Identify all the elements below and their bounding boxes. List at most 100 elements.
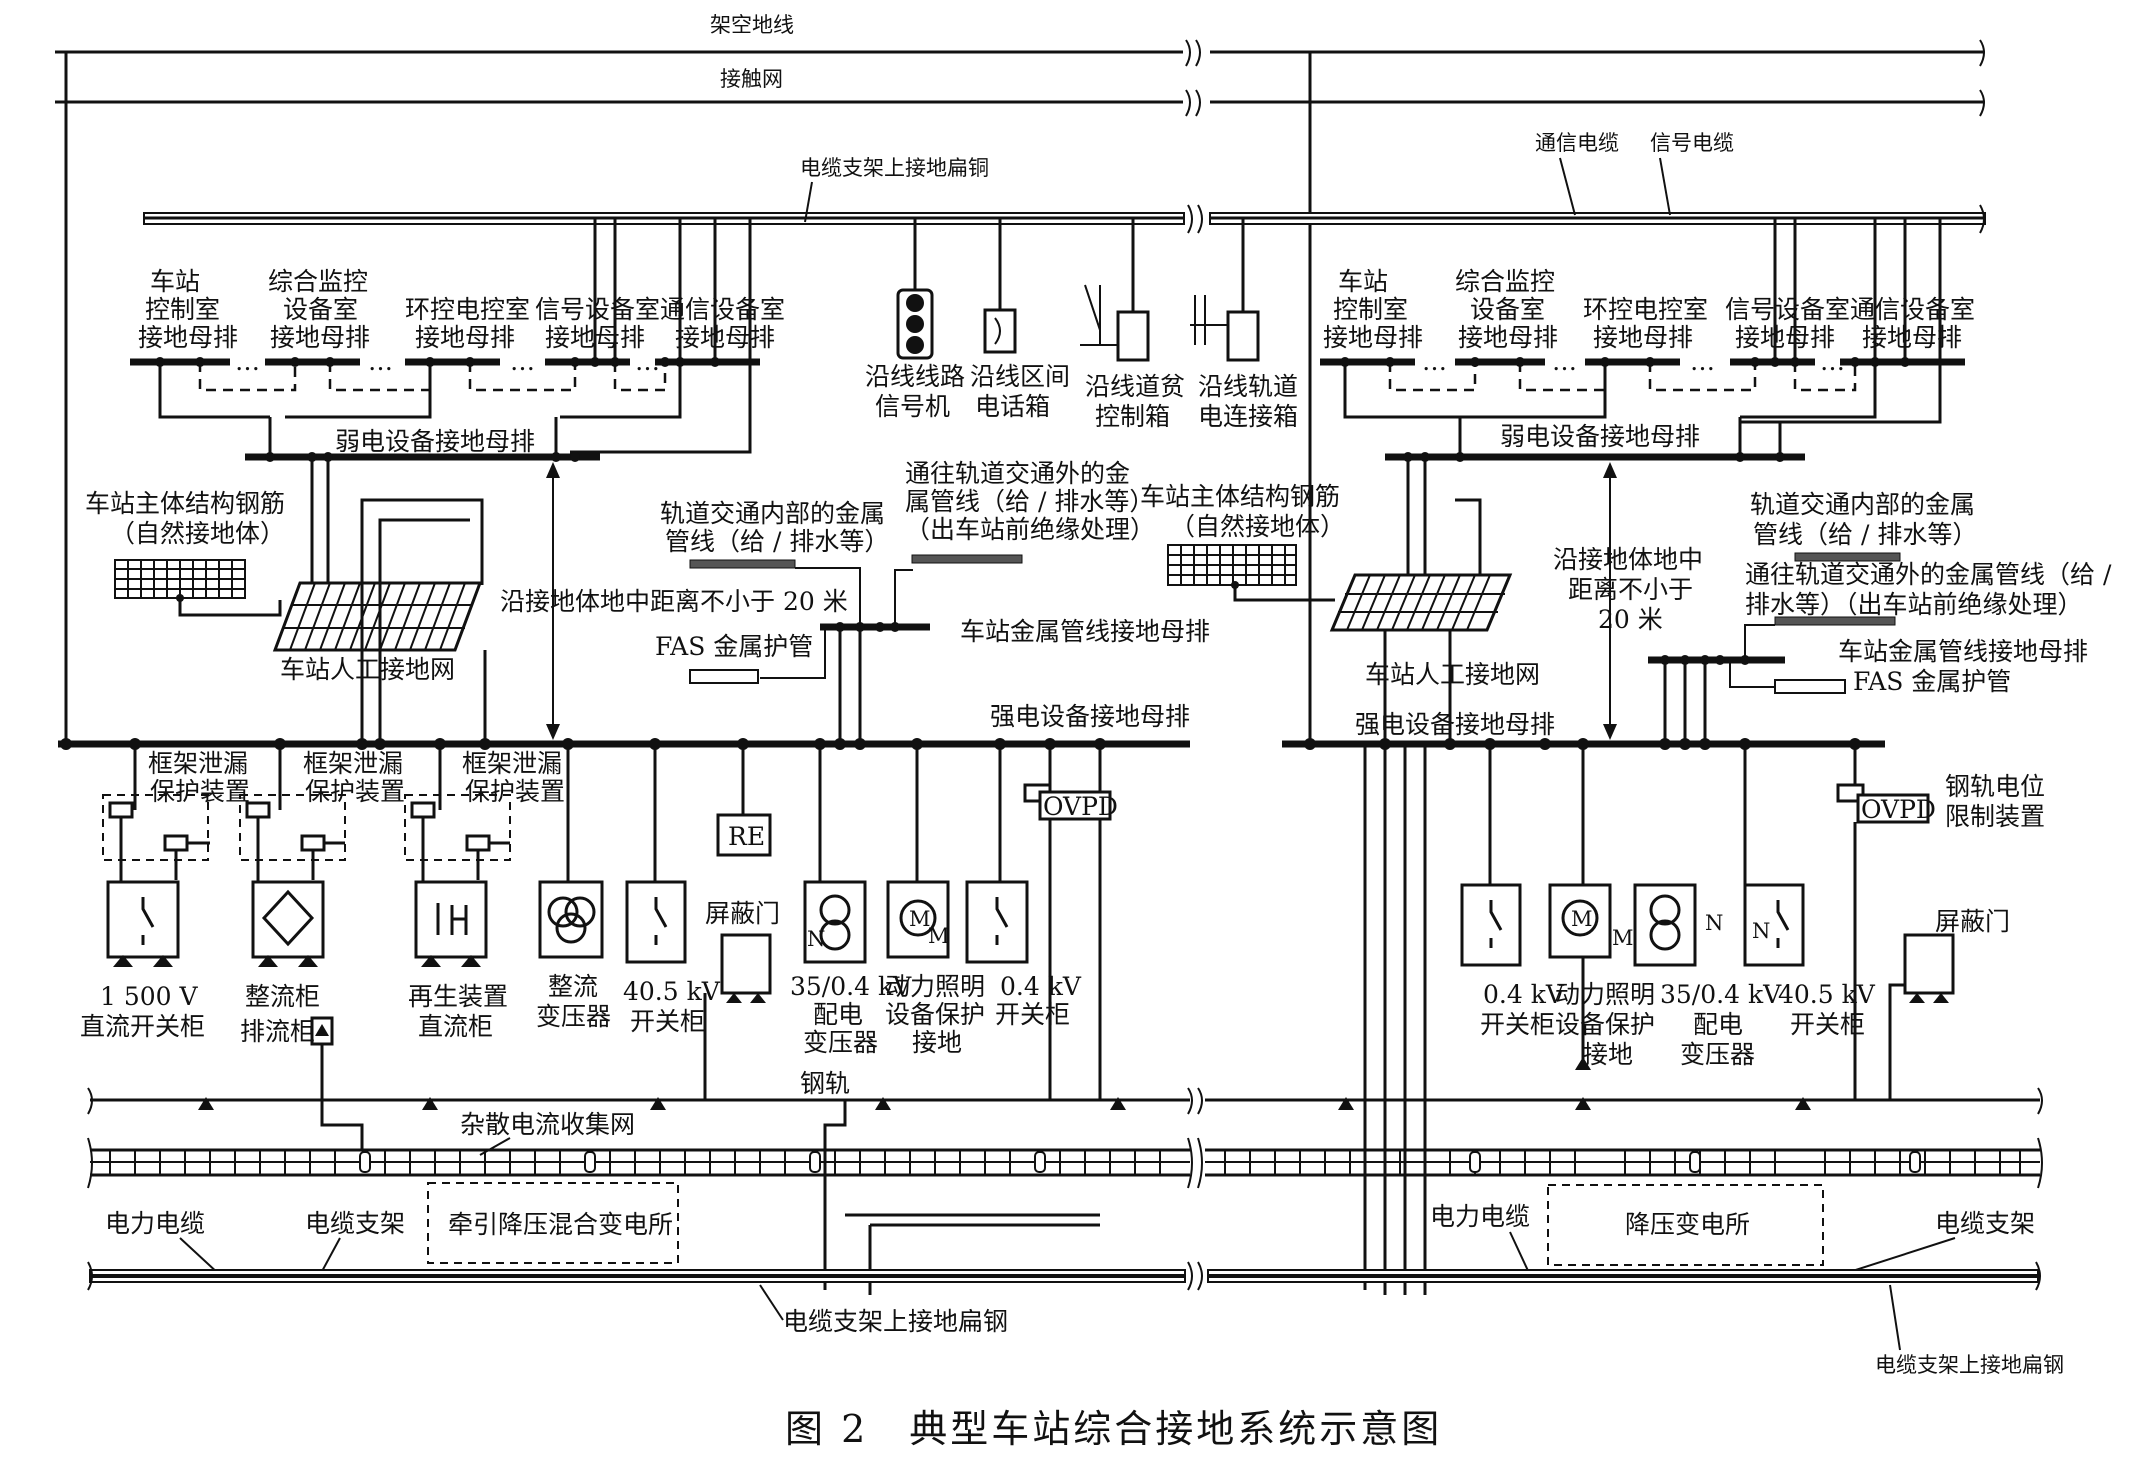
left-stray-grid: 杂散电流收集网	[87, 1044, 1203, 1225]
svg-text:…: …	[235, 347, 260, 376]
svg-text:信号机: 信号机	[875, 392, 950, 421]
room-busbar-left-control: 车站 控制室 接地母排	[138, 267, 238, 352]
svg-text:沿线道贫: 沿线道贫	[1085, 372, 1185, 401]
comm-cable-label: 通信电缆	[1535, 131, 1619, 155]
svg-text:保护装置: 保护装置	[465, 777, 565, 806]
left-outer-pipe: 通往轨道交通外的金 属管线（给 / 排水等） （出车站前绝缘处理）	[894, 459, 1155, 627]
svg-text:开关柜: 开关柜	[630, 1007, 705, 1036]
left-pipe-bus: 车站金属管线接地母排	[820, 617, 1210, 744]
svg-text:…: …	[1552, 347, 1577, 376]
svg-text:排水等）（出车站前绝缘处理）: 排水等）（出车站前绝缘处理）	[1745, 590, 2083, 619]
svg-text:信号设备室: 信号设备室	[1725, 295, 1850, 324]
svg-text:电缆支架: 电缆支架	[1935, 1209, 2035, 1238]
svg-text:通往轨道交通外的金: 通往轨道交通外的金	[905, 459, 1130, 488]
left-inner-pipe: 轨道交通内部的金属 管线（给 / 排水等）	[660, 499, 889, 627]
left-distance-arrow: 沿接地体地中距离不小于 20 米	[500, 462, 848, 740]
svg-text:接地母排: 接地母排	[1593, 323, 1693, 352]
left-equipment-row: 1 500 V 直流开关柜 整流柜 排流柜 再生装置 直流柜	[80, 744, 1118, 1100]
right-artificial-grid: 车站人工接地网	[1329, 457, 1540, 744]
svg-text:沿接地体地中: 沿接地体地中	[1553, 545, 1703, 574]
right-outer-pipe: 通往轨道交通外的金属管线（给 / 排水等）（出车站前绝缘处理）	[1744, 560, 2112, 660]
svg-text:电连接箱: 电连接箱	[1198, 402, 1298, 431]
svg-text:接地母排: 接地母排	[1458, 323, 1558, 352]
svg-text:控制室: 控制室	[1333, 295, 1408, 324]
svg-text:…: …	[510, 347, 535, 376]
right-distance-arrow: 沿接地体地中 距离不小于 20 米	[1553, 462, 1703, 740]
svg-text:沿线轨道: 沿线轨道	[1198, 372, 1298, 401]
svg-text:FAS 金属护管: FAS 金属护管	[1853, 667, 2011, 696]
switchgear-40-5kv-right: N 40.5 kV 开关柜	[1743, 744, 1876, 1039]
svg-text:降压变电所: 降压变电所	[1625, 1210, 1750, 1239]
svg-text:OVPD: OVPD	[1043, 792, 1118, 821]
left-artificial-grid: 车站人工接地网	[272, 457, 487, 744]
svg-text:管线（给 / 排水等）: 管线（给 / 排水等）	[1753, 520, 1977, 549]
svg-text:0.4 kV: 0.4 kV	[1483, 980, 1565, 1009]
svg-text:距离不小于: 距离不小于	[1568, 575, 1693, 604]
room-busbar-left-signal: 信号设备室 接地母排	[535, 295, 660, 352]
svg-text:OVPD: OVPD	[1861, 795, 1936, 824]
right-room-busbars: 车站 控制室 接地母排 综合监控 设备室 接地母排 环控电控室 接地母排 信号设…	[1320, 218, 1975, 424]
cable-tray-strip-top-label: 电缆支架上接地扁铜	[800, 156, 989, 180]
svg-text:信号设备室: 信号设备室	[535, 295, 660, 324]
svg-text:35/0.4 kV: 35/0.4 kV	[1660, 980, 1782, 1009]
svg-text:杂散电流收集网: 杂散电流收集网	[460, 1110, 635, 1139]
track-control-box-device: 沿线道贫 控制箱	[1080, 218, 1185, 431]
svg-text:配电: 配电	[1693, 1010, 1743, 1039]
svg-text:变压器: 变压器	[536, 1002, 611, 1031]
svg-text:0.4 kV: 0.4 kV	[1000, 972, 1082, 1001]
svg-text:电话箱: 电话箱	[975, 392, 1050, 421]
svg-text:控制室: 控制室	[145, 295, 220, 324]
dc-switchgear-1500v: 1 500 V 直流开关柜	[80, 880, 205, 1041]
svg-text:接地母排: 接地母排	[675, 323, 775, 352]
svg-text:保护装置: 保护装置	[305, 777, 405, 806]
svg-text:车站主体结构钢筋: 车站主体结构钢筋	[85, 489, 285, 518]
svg-text:开关柜: 开关柜	[1480, 1010, 1555, 1039]
right-substation: 降压变电所	[1547, 1184, 1824, 1266]
svg-text:1 500 V: 1 500 V	[100, 982, 199, 1011]
room-busbar-left-monitor: 综合监控 设备室 接地母排	[268, 267, 370, 352]
svg-text:电缆支架: 电缆支架	[305, 1209, 405, 1238]
svg-text:车站人工接地网: 车站人工接地网	[280, 655, 455, 684]
svg-text:接地: 接地	[1583, 1040, 1633, 1069]
svg-text:35/0.4 kV: 35/0.4 kV	[790, 972, 912, 1001]
frame-leak-protection-2: 框架泄漏 保护装置	[239, 744, 405, 882]
svg-text:框架泄漏: 框架泄漏	[148, 749, 248, 778]
svg-text:电缆支架上接地扁钢: 电缆支架上接地扁钢	[1875, 1353, 2064, 1377]
frame-leak-protection-1: 框架泄漏 保护装置	[102, 744, 250, 882]
room-busbar-right-monitor: 综合监控 设备室 接地母排	[1455, 267, 1558, 352]
svg-text:保护装置: 保护装置	[150, 777, 250, 806]
svg-text:开关柜: 开关柜	[995, 1000, 1070, 1029]
svg-text:动力照明: 动力照明	[1555, 980, 1655, 1009]
overhead-ground-wire: 架空地线	[55, 13, 1985, 67]
switchgear-40-5kv-left: 40.5 kV 开关柜	[623, 744, 721, 1036]
ovpd-right: OVPD 钢轨电位 限制装置	[1836, 744, 2045, 1100]
svg-text:20 米: 20 米	[1598, 605, 1663, 634]
svg-text:动力照明: 动力照明	[885, 972, 985, 1001]
svg-text:开关柜: 开关柜	[1790, 1010, 1865, 1039]
svg-text:…: …	[1422, 347, 1447, 376]
right-strong-bus-label: 强电设备接地母排	[1355, 710, 1555, 739]
svg-text:N: N	[1705, 911, 1723, 935]
dist-transformer-left: N 35/0.4 kV 配电 变压器	[790, 744, 912, 1057]
room-busbar-right-comm: 通信设备室 接地母排	[1850, 295, 1975, 352]
svg-text:…: …	[635, 347, 660, 376]
svg-text:车站: 车站	[1338, 267, 1388, 296]
left-strong-bus: 强电设备接地母排	[58, 702, 1190, 750]
svg-text:接地母排: 接地母排	[1862, 323, 1962, 352]
left-substation: 牵引降压混合变电所	[427, 1182, 1100, 1295]
right-inner-pipe: 轨道交通内部的金属 管线（给 / 排水等）	[1750, 490, 1977, 562]
svg-text:控制箱: 控制箱	[1095, 402, 1170, 431]
svg-text:车站: 车站	[150, 267, 200, 296]
left-fas-conduit: FAS 金属护管	[655, 627, 826, 684]
signal-cable-label: 信号电缆	[1650, 131, 1734, 155]
cable-tray-strip-top: 电缆支架上接地扁铜 通信电缆 信号电缆	[143, 131, 1986, 234]
svg-text:配电: 配电	[813, 1000, 863, 1029]
svg-text:N: N	[807, 927, 825, 951]
svg-text:M: M	[928, 924, 950, 948]
svg-text:设备室: 设备室	[1470, 295, 1545, 324]
ovpd-left: OVPD	[1023, 744, 1118, 1100]
svg-text:M: M	[1612, 926, 1634, 950]
room-busbar-right-envctrl: 环控电控室 接地母排	[1583, 295, 1708, 352]
switchgear-0-4kv-right: 0.4 kV 开关柜	[1460, 744, 1565, 1039]
svg-text:接地母排: 接地母排	[1735, 323, 1835, 352]
